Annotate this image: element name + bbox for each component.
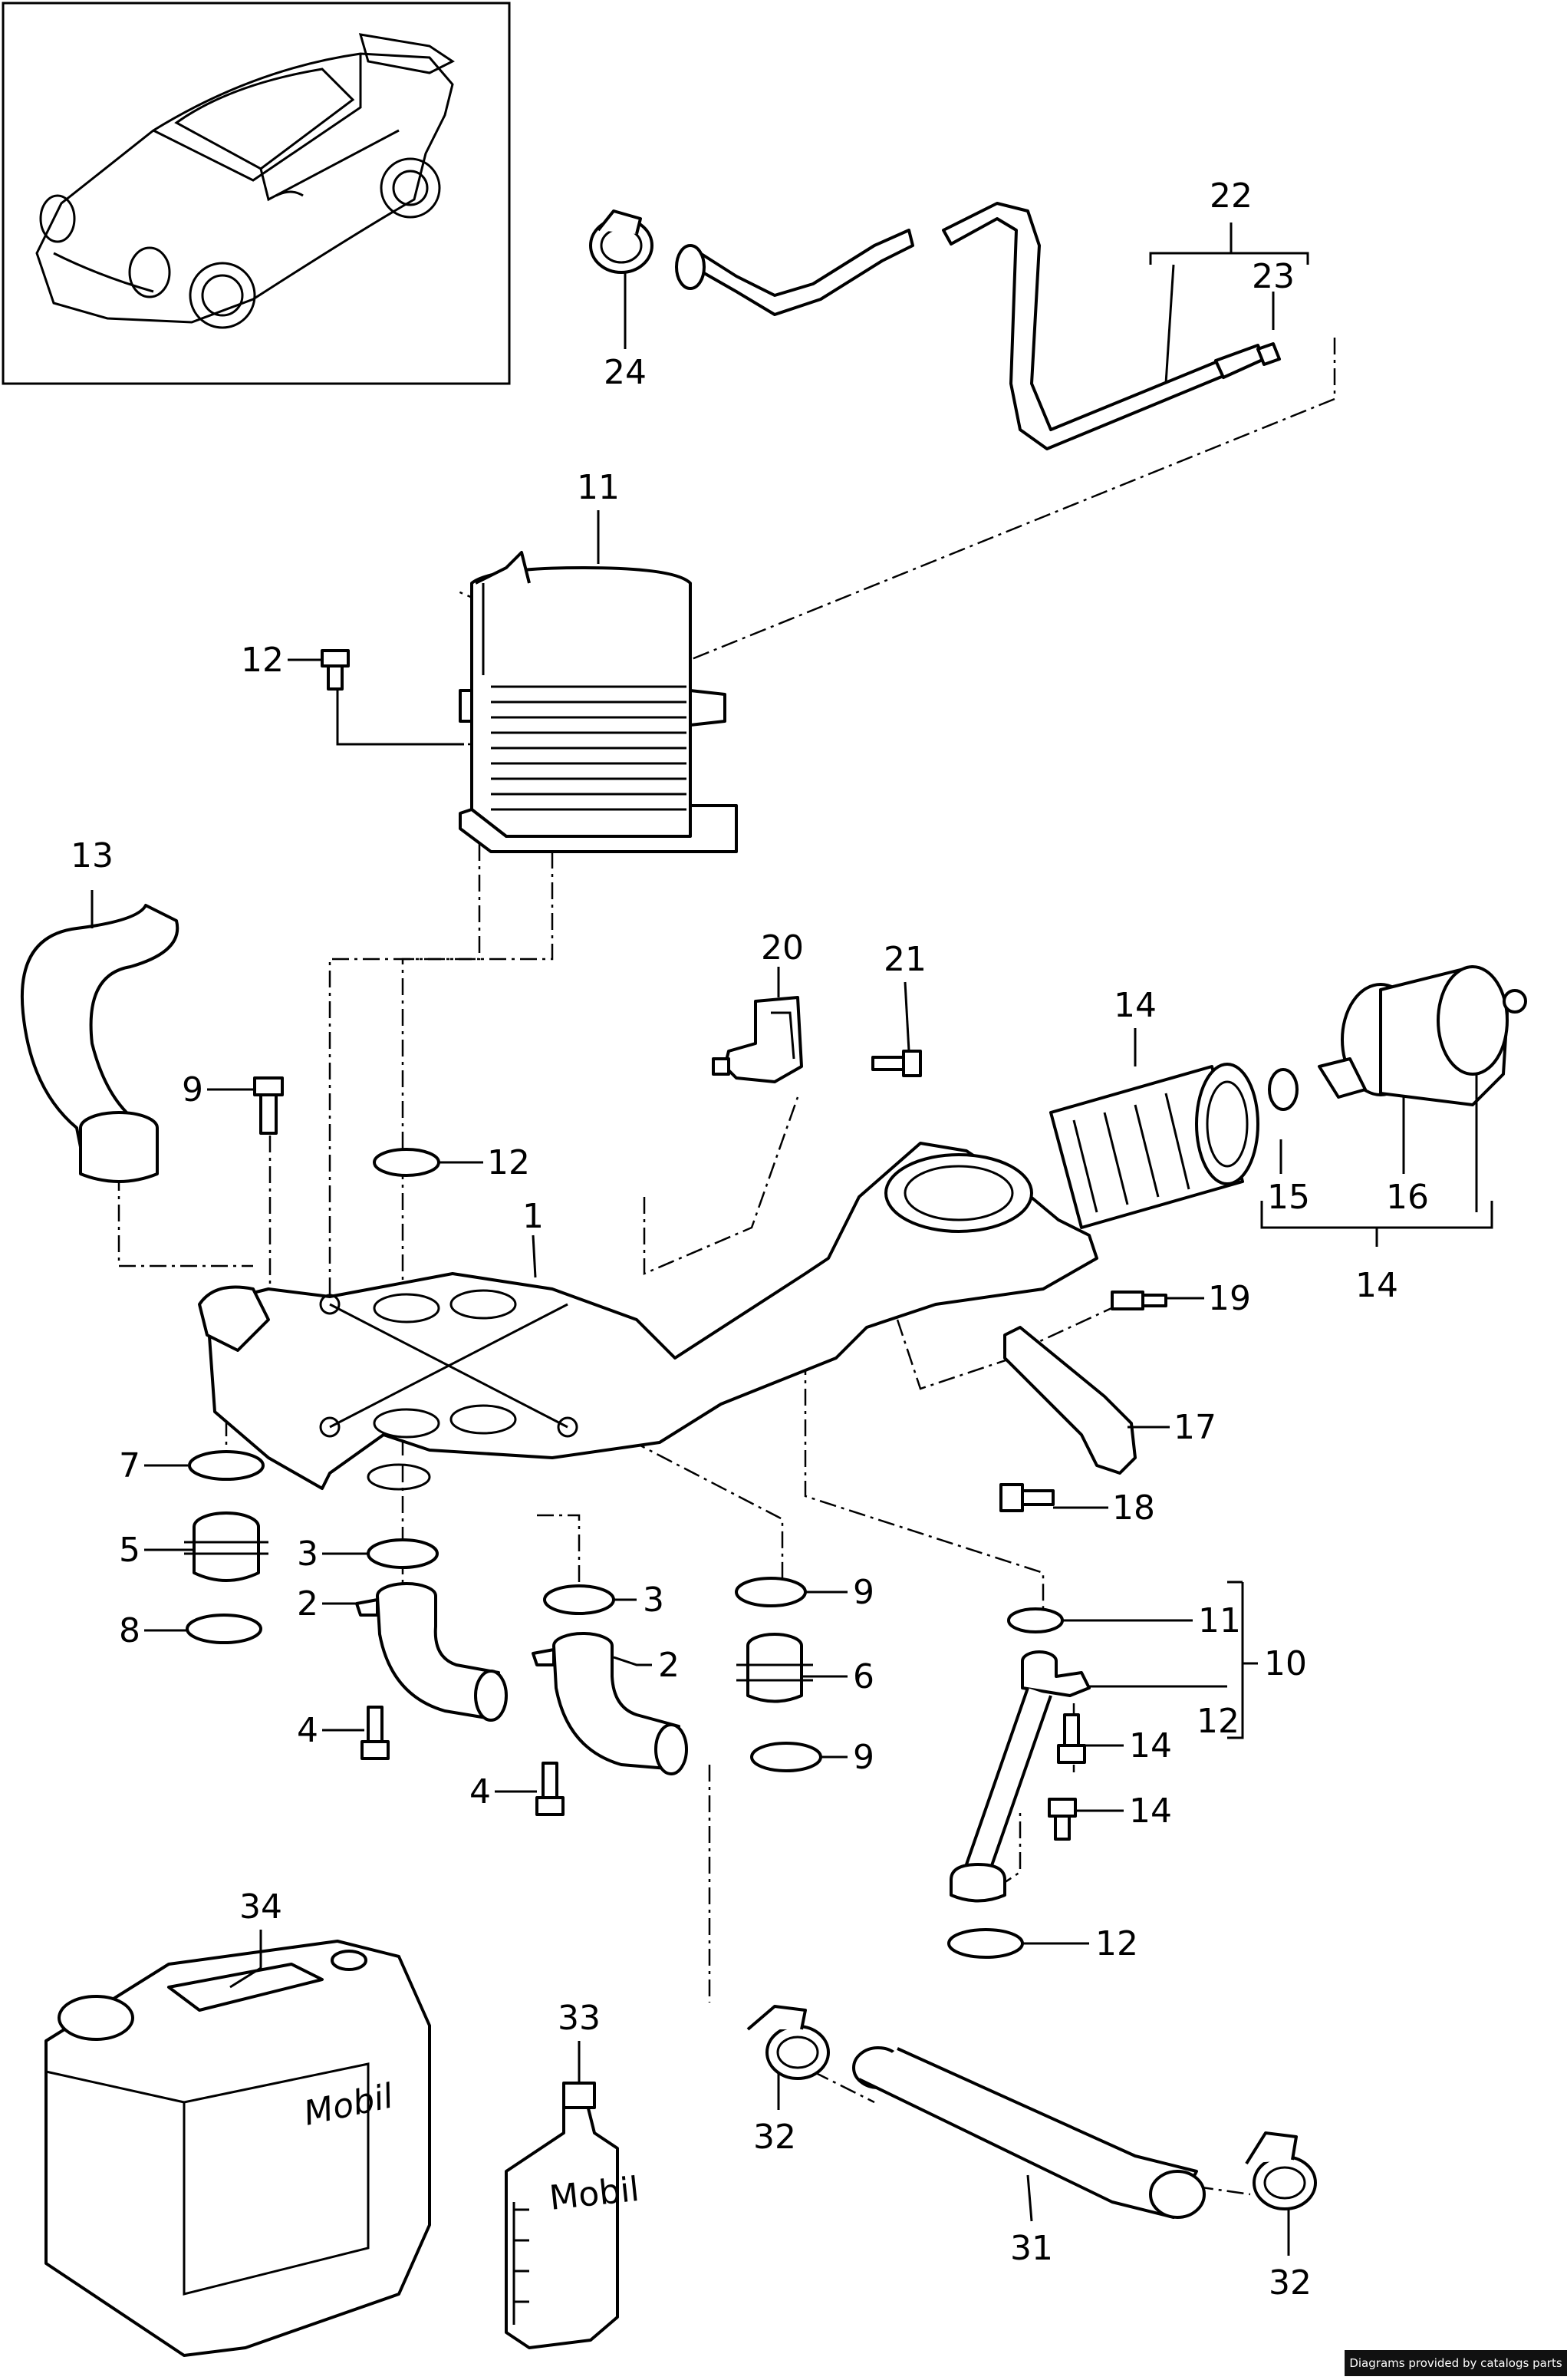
part-18-coolant-hose bbox=[20, 904, 179, 1183]
part-21-o-ring bbox=[1268, 1068, 1299, 1111]
callout-7: 7 bbox=[119, 1446, 140, 1485]
part-34-oil-canister: Mobil bbox=[44, 1940, 431, 2357]
callout-25: 19 bbox=[1208, 1279, 1251, 1318]
callout-28: 22 bbox=[1210, 176, 1253, 216]
part-12-oil-pipe bbox=[950, 1650, 1091, 1903]
callout-4-left: 4 bbox=[297, 1711, 318, 1750]
callout-4-right: 4 bbox=[469, 1772, 491, 1811]
part-4-bolt-left bbox=[360, 1706, 390, 1760]
watermark-badge: Diagrams provided by catalogs parts bbox=[1345, 2350, 1567, 2376]
callout-12-lower: 12 bbox=[1095, 1924, 1138, 1963]
callout-10: 10 bbox=[1264, 1644, 1307, 1683]
part-14-bolt-lower bbox=[1048, 1798, 1077, 1841]
part-23-bracket bbox=[1003, 1326, 1137, 1475]
part-8-o-ring bbox=[186, 1614, 262, 1644]
part-6-plug bbox=[736, 1633, 813, 1703]
callout-13: 9 bbox=[182, 1070, 203, 1109]
part-11-o-ring bbox=[1007, 1607, 1064, 1633]
callout-8: 8 bbox=[119, 1611, 140, 1650]
callout-15: 11 bbox=[577, 468, 620, 507]
part-20-filter-cap bbox=[1318, 965, 1527, 1106]
callout-18: 13 bbox=[71, 836, 114, 875]
bottle-brand-label: Mobil bbox=[548, 2170, 641, 2218]
callout-leader-lines bbox=[91, 223, 1493, 2256]
part-9-o-ring-bottom bbox=[750, 1742, 822, 1772]
callout-33: 33 bbox=[558, 1999, 601, 2038]
part-24-bolt bbox=[999, 1483, 1055, 1512]
part-12-o-ring bbox=[947, 1928, 1024, 1959]
part-7-o-ring bbox=[188, 1450, 265, 1481]
callout-5: 5 bbox=[119, 1531, 140, 1570]
callout-20: 14 bbox=[1355, 1266, 1398, 1305]
callout-3-right: 3 bbox=[643, 1581, 664, 1620]
cooler-fins bbox=[491, 685, 686, 811]
callout-2-right: 2 bbox=[658, 1646, 680, 1685]
callout-17: 12 bbox=[241, 641, 284, 680]
part-25-bolt bbox=[1111, 1291, 1167, 1310]
part-5-plug bbox=[184, 1511, 268, 1582]
part-30-hose-clamp bbox=[589, 209, 653, 274]
callout-11: 11 bbox=[1198, 1601, 1241, 1640]
callout-14-lower: 14 bbox=[1129, 1792, 1172, 1831]
assembly-guide-lines bbox=[117, 338, 1336, 2196]
callout-19: 14 bbox=[1114, 986, 1157, 1025]
callout-1: 1 bbox=[522, 1197, 544, 1236]
part-26-pressure-sensor bbox=[712, 996, 803, 1083]
part-28-coolant-line bbox=[675, 202, 1281, 450]
part-19-oil-filter-element bbox=[1049, 1063, 1259, 1229]
part-31-hose bbox=[852, 2046, 1206, 2219]
callout-22: 16 bbox=[1386, 1178, 1429, 1217]
vehicle-thumbnail bbox=[2, 2, 511, 385]
callout-34: 34 bbox=[239, 1887, 282, 1927]
callout-2-left: 2 bbox=[297, 1584, 318, 1623]
part-27-bolt bbox=[871, 1050, 922, 1077]
part-3-o-ring-right bbox=[543, 1584, 615, 1615]
callout-9-bottom: 9 bbox=[853, 1738, 874, 1777]
part-14-bolt-upper bbox=[1057, 1713, 1086, 1764]
callout-32-right: 32 bbox=[1269, 2263, 1312, 2303]
callout-6: 6 bbox=[853, 1657, 874, 1696]
part-16-o-ring bbox=[373, 1148, 440, 1177]
part-15-oil-cooler bbox=[459, 551, 738, 853]
callout-26: 20 bbox=[761, 928, 804, 967]
callout-29: 23 bbox=[1252, 257, 1295, 296]
part-4-bolt-right bbox=[535, 1762, 565, 1816]
callout-16: 12 bbox=[487, 1143, 530, 1182]
callout-30: 24 bbox=[604, 353, 647, 392]
callout-14-upper: 14 bbox=[1129, 1726, 1172, 1765]
callout-31: 31 bbox=[1010, 2229, 1053, 2268]
callout-27: 21 bbox=[884, 940, 927, 979]
part-32-clamp-right bbox=[1245, 2131, 1317, 2210]
part-32-clamp-left bbox=[746, 2005, 830, 2080]
callout-32-left: 32 bbox=[753, 2118, 796, 2157]
part-17-bolt bbox=[321, 649, 350, 691]
callout-labels: 24 22 23 11 12 13 9 12 1 20 21 14 15 16 … bbox=[71, 176, 1429, 2303]
callout-23: 17 bbox=[1174, 1408, 1216, 1447]
callout-9-top: 9 bbox=[853, 1573, 874, 1612]
part-1-filter-housing bbox=[198, 1142, 1098, 1491]
part-2-elbow-right bbox=[532, 1632, 688, 1775]
part-3-o-ring-left bbox=[367, 1538, 439, 1569]
callout-3-left: 3 bbox=[297, 1534, 318, 1574]
part-33-oil-bottle: Mobil bbox=[505, 2082, 641, 2349]
callout-12-upper: 12 bbox=[1197, 1702, 1239, 1741]
callout-24: 18 bbox=[1112, 1488, 1155, 1528]
callout-21: 15 bbox=[1267, 1178, 1310, 1217]
part-2-elbow-left bbox=[355, 1582, 508, 1722]
part-13-bolt bbox=[253, 1076, 284, 1135]
part-9-o-ring-top bbox=[735, 1577, 807, 1607]
